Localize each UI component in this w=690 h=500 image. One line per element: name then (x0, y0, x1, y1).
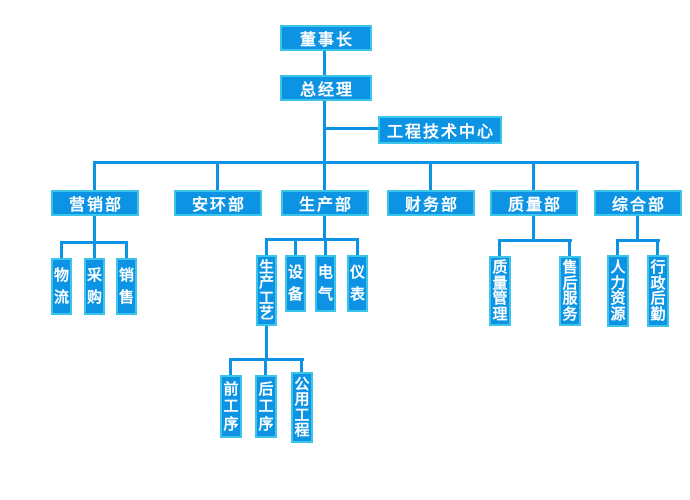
org-node-logistics: 物流 (51, 258, 72, 315)
node-label-char: 勤 (650, 305, 666, 324)
node-label-char: 政 (650, 273, 666, 292)
node-label-char: 仪 (349, 263, 365, 282)
connector-line (356, 238, 359, 255)
connector-line (265, 326, 268, 360)
node-label-char: 销 (118, 266, 134, 285)
node-label-char: 资 (610, 289, 626, 308)
connector-line (568, 239, 571, 256)
node-label-char: 表 (349, 284, 365, 303)
node-label-char: 工 (258, 288, 274, 307)
org-node-front-process: 前工序 (220, 375, 242, 438)
org-node-quality-management: 质量管理 (489, 256, 511, 326)
node-label-char: 售 (118, 287, 134, 306)
node-label-char: 行 (650, 257, 666, 276)
node-label-char: 后 (258, 379, 274, 398)
org-node-general-manager: 总经理 (280, 75, 372, 101)
connector-line (498, 239, 501, 256)
node-label-char: 用 (294, 390, 310, 409)
node-label-char: 生 (258, 257, 274, 276)
node-label-char: 质 (492, 258, 508, 277)
org-node-production-dept: 生产部 (281, 190, 369, 216)
node-label-char: 序 (223, 414, 239, 433)
org-node-general-affairs-dept: 综合部 (594, 190, 682, 216)
node-label-char: 源 (610, 305, 626, 324)
org-node-instrumentation: 仪表 (347, 255, 368, 312)
connector-line (93, 161, 96, 190)
node-label-char: 量 (492, 273, 508, 292)
org-node-marketing-dept: 营销部 (51, 190, 139, 216)
connector-line (324, 238, 327, 255)
connector-line (323, 216, 326, 240)
connector-line (325, 127, 378, 130)
node-label-char: 力 (610, 273, 626, 292)
connector-line (60, 241, 63, 258)
node-label-char: 工 (223, 397, 239, 415)
org-node-admin-logistics: 行政后勤 (647, 255, 669, 327)
connector-line (216, 161, 219, 190)
node-label-char: 理 (492, 304, 508, 323)
connector-line (229, 358, 232, 375)
org-node-equipment: 设备 (285, 255, 306, 312)
node-label-char: 物 (53, 266, 69, 285)
org-node-utilities-engineering: 公用工程 (291, 372, 313, 443)
node-label-char: 工 (294, 405, 310, 424)
org-node-after-sales-service: 售后服务 (559, 256, 581, 326)
org-node-chairman: 董事长 (280, 25, 372, 51)
connector-line (93, 161, 639, 164)
node-label-char: 备 (287, 284, 303, 303)
connector-line (616, 239, 619, 255)
node-label-char: 服 (562, 289, 578, 308)
connector-line (636, 216, 639, 241)
connector-line (532, 216, 535, 241)
connector-line (125, 241, 128, 258)
connector-line (265, 238, 268, 255)
org-node-electrical: 电气 (315, 255, 336, 312)
org-node-sales: 销售 (116, 258, 137, 315)
node-label-char: 人 (610, 257, 626, 276)
node-label-char: 售 (562, 258, 578, 277)
connector-line (616, 239, 660, 242)
node-label-char: 艺 (258, 304, 274, 323)
node-label-char: 工 (258, 397, 274, 415)
connector-line (323, 101, 326, 161)
connector-line (265, 238, 359, 241)
connector-line (498, 239, 572, 242)
org-node-quality-dept: 质量部 (490, 190, 578, 216)
org-node-procurement: 采购 (84, 258, 105, 315)
connector-line (656, 239, 659, 255)
connector-line (429, 161, 432, 190)
connector-line (93, 241, 96, 258)
node-label-char: 流 (53, 287, 69, 306)
node-label-char: 公 (294, 374, 310, 393)
node-label-char: 电 (317, 263, 333, 282)
node-label-char: 后 (650, 289, 666, 308)
connector-line (93, 216, 96, 243)
node-label-char: 前 (223, 379, 239, 398)
org-node-back-process: 后工序 (255, 375, 277, 438)
org-node-human-resources: 人力资源 (607, 255, 629, 327)
node-label-char: 产 (258, 273, 274, 292)
node-label-char: 务 (562, 304, 578, 323)
connector-line (294, 238, 297, 255)
org-node-finance-dept: 财务部 (387, 190, 475, 216)
org-node-production-process: 生产工艺 (256, 255, 277, 326)
org-node-engineering-tech-center: 工程技术中心 (378, 116, 502, 144)
connector-line (323, 51, 326, 75)
node-label-char: 管 (492, 289, 508, 308)
connector-line (323, 161, 326, 190)
org-node-safety-env-dept: 安环部 (174, 190, 262, 216)
connector-line (300, 358, 303, 375)
node-label-char: 后 (562, 273, 578, 292)
node-label-char: 设 (287, 263, 303, 282)
node-label-char: 采 (86, 266, 102, 285)
connector-line (264, 358, 267, 375)
node-label-char: 气 (317, 284, 333, 303)
node-label-char: 程 (294, 421, 310, 440)
node-label-char: 购 (86, 287, 102, 306)
connector-line (636, 161, 639, 190)
connector-line (532, 161, 535, 190)
node-label-char: 序 (258, 414, 274, 433)
